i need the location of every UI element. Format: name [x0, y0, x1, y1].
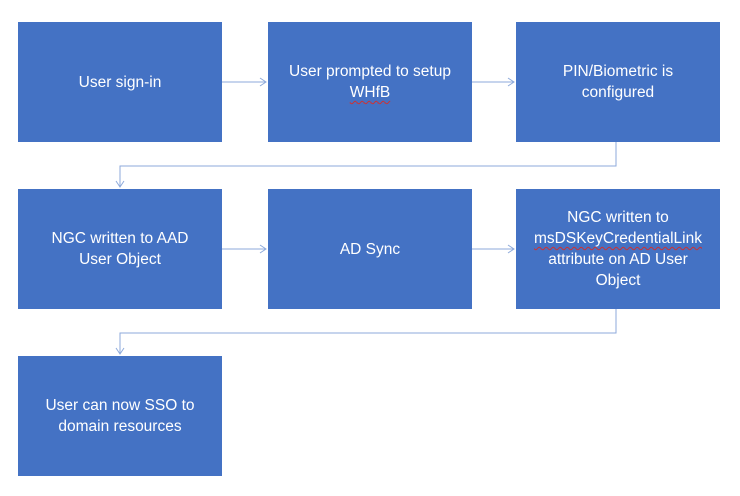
step-label: User prompted to setup WHfB: [289, 61, 451, 103]
arrow-5-to-6: [472, 244, 515, 254]
step-label-line: NGC written to: [567, 209, 669, 226]
step-label-line: User can now SSO to: [45, 397, 195, 414]
arrow-4-to-5: [222, 244, 267, 254]
step-label-line: attribute on AD User: [548, 251, 688, 268]
step-label-line: PIN/Biometric is: [562, 63, 674, 80]
step-label-line: AD Sync: [339, 240, 401, 258]
step-label: AD Sync: [340, 239, 400, 260]
arrow-2-to-3: [472, 77, 515, 87]
step-ngc-written-aad: NGC written to AAD User Object: [18, 189, 222, 309]
arrow-1-to-2: [222, 77, 267, 87]
step-label-line: User Object: [79, 251, 161, 268]
step-user-sso-domain-resources: User can now SSO to domain resources: [18, 356, 222, 476]
step-label-line: Object: [595, 272, 641, 289]
step-label: User can now SSO to domain resources: [45, 395, 194, 437]
step-user-sign-in: User sign-in: [18, 22, 222, 142]
step-ad-sync: AD Sync: [268, 189, 472, 309]
step-label-line: User prompted to setup: [289, 63, 451, 80]
step-user-prompted-setup-whfb: User prompted to setup WHfB: [268, 22, 472, 142]
step-label-line: NGC written to AAD: [51, 230, 189, 247]
step-pin-biometric-configured: PIN/Biometric is configured: [516, 22, 720, 142]
step-label: User sign-in: [79, 72, 162, 93]
step-label-line: msDSKeyCredentialLink: [534, 230, 702, 247]
step-label: NGC written to msDSKeyCredentialLink att…: [534, 207, 702, 291]
step-label-line: configured: [581, 84, 655, 101]
step-label-line: WHfB: [349, 84, 391, 101]
step-ngc-written-ad-user-object: NGC written to msDSKeyCredentialLink att…: [516, 189, 720, 309]
arrow-3-to-4: [115, 142, 617, 188]
step-label-line: domain resources: [58, 418, 182, 435]
arrow-6-to-7: [115, 309, 617, 355]
step-label-line: User sign-in: [78, 73, 162, 91]
step-label: PIN/Biometric is configured: [563, 61, 673, 103]
step-label: NGC written to AAD User Object: [52, 228, 189, 270]
